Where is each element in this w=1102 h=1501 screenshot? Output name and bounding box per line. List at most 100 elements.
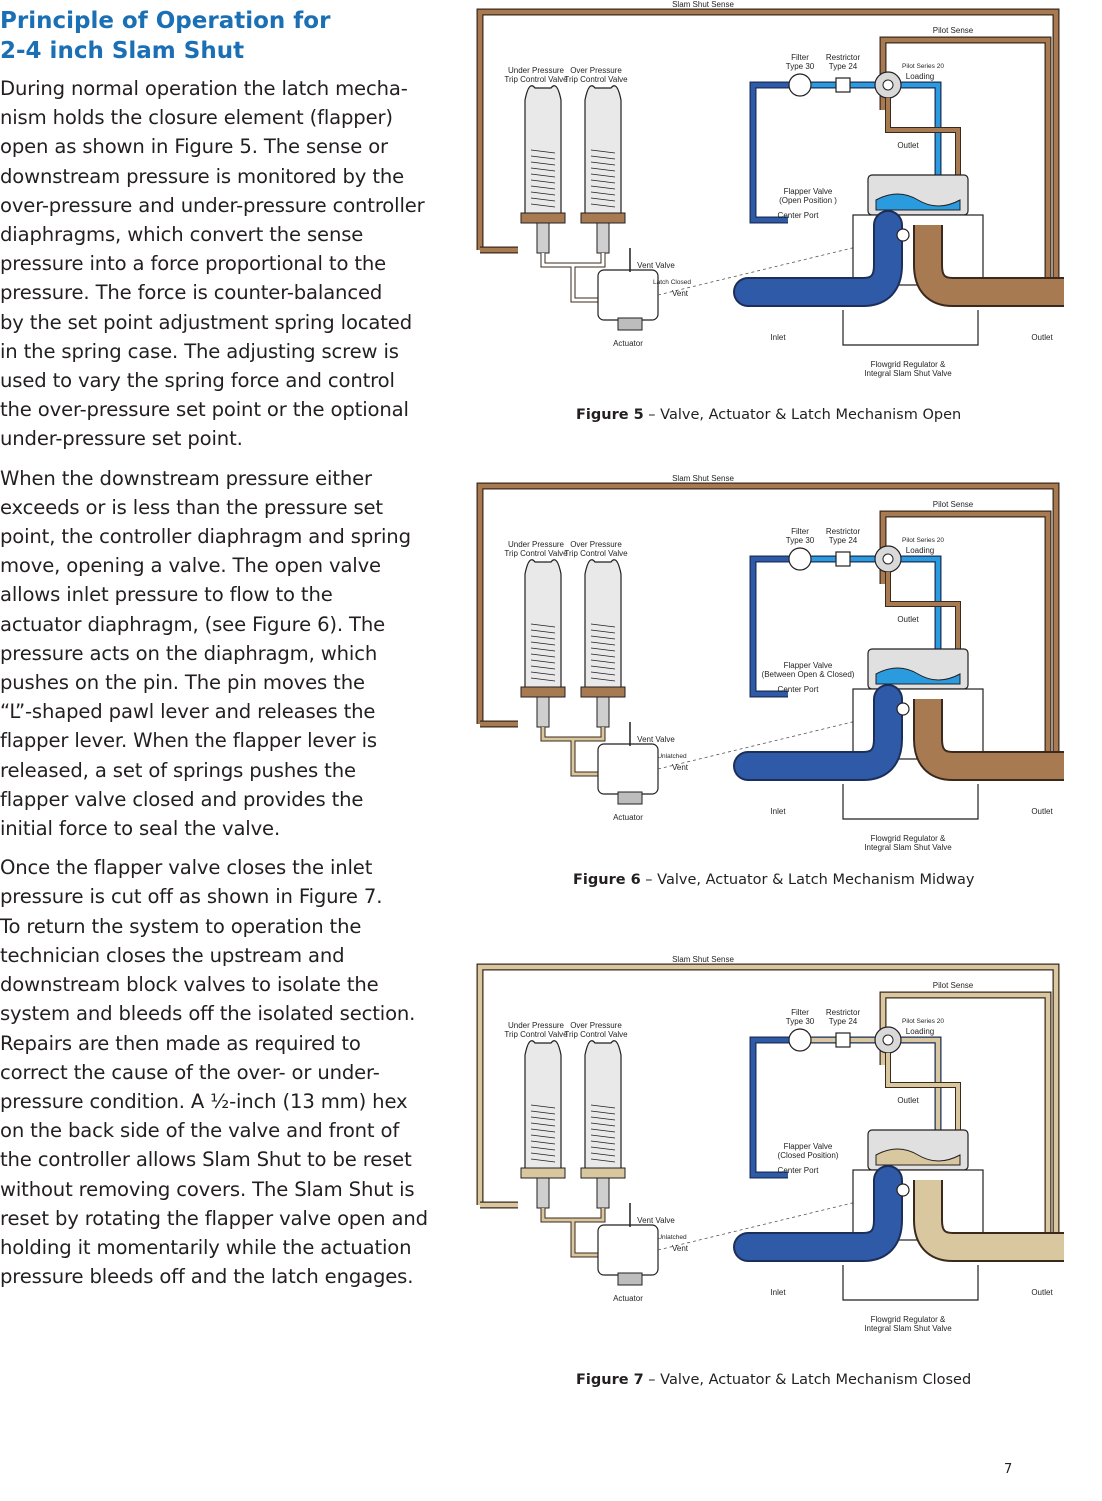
spring-coil — [590, 1110, 616, 1115]
spring-coil — [530, 197, 556, 202]
latch-state-label: Unlatched — [657, 1234, 687, 1241]
flowgrid-label: Flowgrid Regulator & — [871, 834, 946, 843]
under-pressure-valve — [524, 559, 562, 690]
controller-diaphragm — [520, 1167, 566, 1179]
pilot-sense-label: Pilot Sense — [933, 26, 974, 35]
regulator-diaphragm — [875, 667, 961, 685]
flapper-state-label: (Closed Position) — [778, 1151, 839, 1160]
flapper-state-label: (Between Open & Closed) — [762, 670, 855, 679]
body-line: pressure. The force is counter-balanced — [0, 281, 383, 305]
figure-7-label: Figure 7 — [576, 1372, 644, 1388]
outlet-pipe — [915, 699, 1064, 779]
outlet-pipe — [915, 225, 1064, 305]
pilot-adjust-icon — [882, 553, 894, 565]
pilot-outlet-line — [886, 98, 960, 175]
figure-5-label: Figure 5 — [576, 407, 644, 423]
vent-label: Vent — [672, 289, 689, 298]
body-text: During normal operation the latch mecha-… — [0, 74, 430, 1301]
body-line: by the set point adjustment spring locat… — [0, 310, 413, 334]
spring-coil — [530, 677, 556, 682]
body-line: pressure into a force proportional to th… — [0, 252, 387, 276]
body-line: reset by rotating the flapper valve open… — [0, 1206, 428, 1230]
controller-stem — [596, 222, 610, 254]
filter-label-2: Type 30 — [786, 536, 815, 545]
figure-6-label: Figure 6 — [573, 872, 641, 888]
flapper-pivot-icon — [896, 228, 910, 242]
body-line: Once the flapper valve closes the inlet — [0, 856, 373, 880]
spring-coil — [590, 1134, 616, 1139]
flowgrid-label-2: Integral Slam Shut Valve — [864, 843, 952, 852]
actuator-body — [597, 743, 659, 795]
body-line: correct the cause of the over- or under- — [0, 1060, 380, 1084]
spring-coil — [590, 1140, 616, 1145]
center-port-label: Center Port — [778, 211, 820, 220]
filter-label-2: Type 30 — [786, 62, 815, 71]
pilot-adjust-icon — [882, 1034, 894, 1046]
over-pressure-label-2: Trip Control Valve — [564, 1030, 628, 1039]
body-line: point, the controller diaphragm and spri… — [0, 525, 411, 549]
pilot-sense-label: Pilot Sense — [933, 500, 974, 509]
loading-label: Loading — [906, 1027, 934, 1036]
actuator-line — [541, 253, 605, 302]
pilot-supply-line — [750, 556, 798, 697]
spring-coil — [530, 167, 556, 172]
spring-coil — [530, 179, 556, 184]
spring-coil — [530, 635, 556, 640]
restrictor-label-2: Type 24 — [829, 62, 858, 71]
spring-coil — [590, 665, 616, 670]
spring-coil — [590, 161, 616, 166]
pilot-outlet-outline — [885, 98, 961, 175]
spring-coil — [590, 653, 616, 658]
body-line: the controller allows Slam Shut to be re… — [0, 1148, 412, 1172]
controller-diaphragm — [520, 686, 566, 698]
spring-coil — [530, 623, 556, 628]
spring-coil — [590, 641, 616, 646]
spring-coil — [590, 677, 616, 682]
body-line: downstream block valves to isolate the — [0, 973, 379, 997]
outlet-label: Outlet — [1031, 333, 1053, 342]
pilot-outlet-line — [886, 572, 960, 649]
under-pressure-valve — [524, 85, 562, 216]
controller-diaphragm — [580, 686, 626, 698]
controller-stem — [536, 222, 550, 254]
body-line: released, a set of springs pushes the — [0, 758, 356, 782]
pilot-outlet-label: Outlet — [897, 1096, 919, 1105]
spring-coil — [530, 1146, 556, 1151]
valve-flange — [842, 784, 979, 820]
spring-coil — [530, 173, 556, 178]
actuator-base — [617, 317, 643, 331]
section-heading: Principle of Operation for 2-4 inch Slam… — [0, 6, 420, 66]
spring-coil — [590, 203, 616, 208]
figure-6-caption: Figure 6 – Valve, Actuator & Latch Mecha… — [573, 872, 975, 888]
vent-valve-label: Vent Valve — [637, 735, 675, 744]
slam-shut-sense-label: Slam Shut Sense — [672, 474, 734, 483]
controller-stem — [596, 1177, 610, 1209]
spring-coil — [590, 1116, 616, 1121]
spring-coil — [530, 149, 556, 154]
page-number: 7 — [1004, 1462, 1013, 1477]
body-line: move, opening a valve. The open valve — [0, 554, 381, 578]
body-line: without removing covers. The Slam Shut i… — [0, 1177, 415, 1201]
body-line: flapper lever. When the flapper lever is — [0, 729, 377, 753]
flowgrid-label: Flowgrid Regulator & — [871, 360, 946, 369]
flapper-label: Flapper Valve — [784, 187, 833, 196]
body-line: downstream pressure is monitored by the — [0, 164, 405, 188]
body-line: actuator diaphragm, (see Figure 6). The — [0, 612, 386, 636]
over-pressure-label-2: Trip Control Valve — [564, 549, 628, 558]
regulator-diaphragm — [875, 193, 961, 211]
under-pressure-label: Under Pressure — [508, 66, 565, 75]
controller-diaphragm — [580, 1167, 626, 1179]
over-pressure-valve — [584, 1040, 622, 1171]
actuator-line — [541, 727, 605, 776]
pilot-series-label: Pilot Series 20 — [902, 63, 944, 70]
spring-coil — [590, 197, 616, 202]
inlet-label: Inlet — [770, 333, 786, 342]
figure-5-title: – Valve, Actuator & Latch Mechanism Open — [643, 407, 962, 423]
spring-coil — [530, 665, 556, 670]
restrictor-label: Restrictor — [826, 53, 861, 62]
inlet-pipe — [735, 212, 901, 305]
spring-coil — [530, 203, 556, 208]
body-line: open as shown in Figure 5. The sense or — [0, 135, 388, 159]
body-line: nism holds the closure element (flapper) — [0, 106, 393, 130]
